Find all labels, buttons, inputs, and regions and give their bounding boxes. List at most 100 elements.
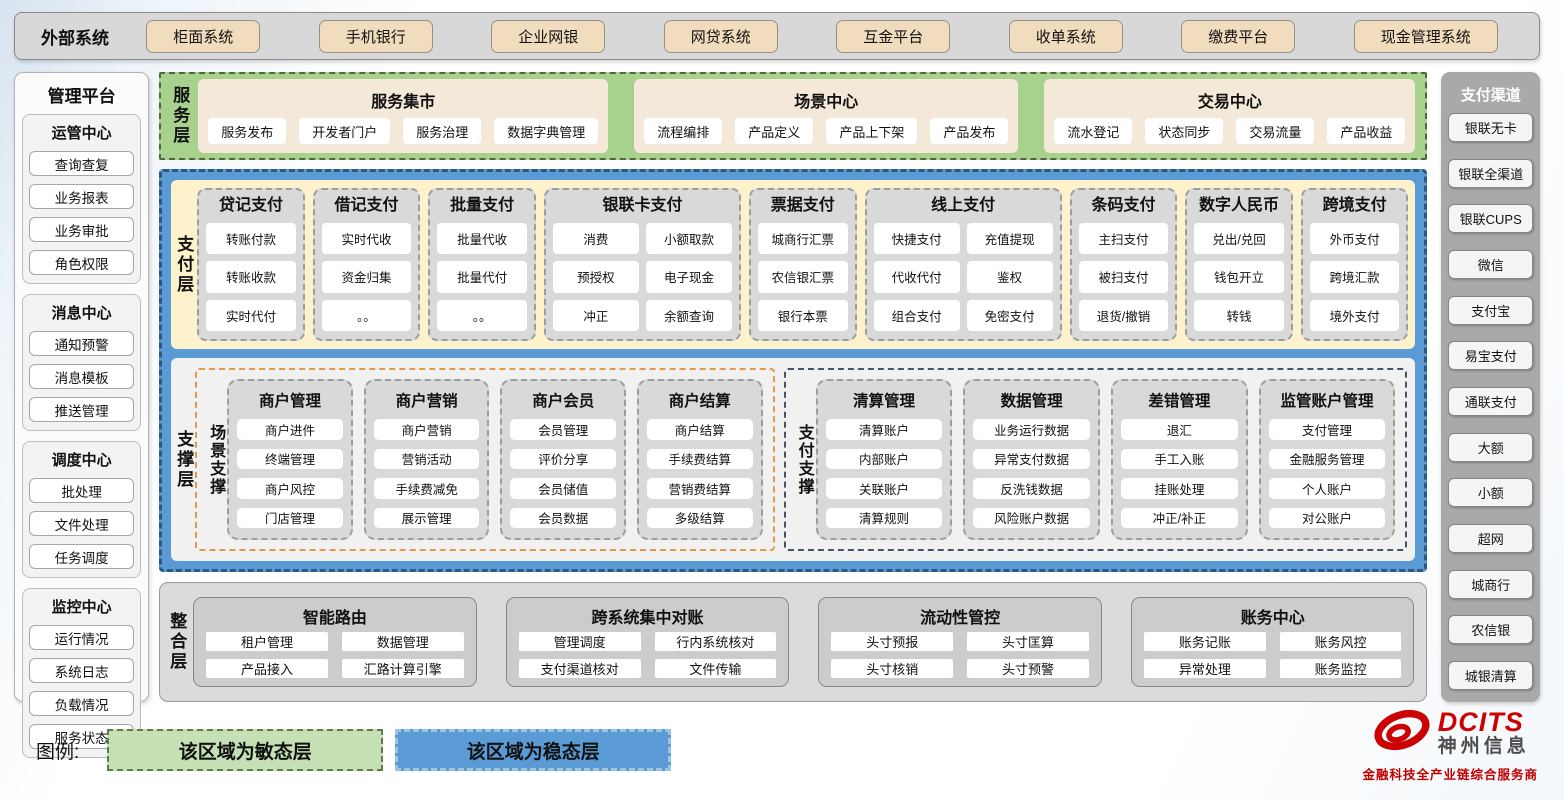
mgmt-item-chip: 运行情况 <box>29 625 135 650</box>
payment-channels-title: 支付渠道 <box>1460 87 1521 104</box>
external-systems-bar: 外部系统 柜面系统手机银行企业网银网贷系统互金平台收单系统缴费平台现金管理系统 <box>14 12 1540 60</box>
mgmt-item-chip: 文件处理 <box>29 511 135 536</box>
payment-channel-chip: 农信银 <box>1448 615 1533 645</box>
payment-channel-chip: 城银清算 <box>1448 660 1533 690</box>
support-group-label: 支付支撑 <box>795 423 813 496</box>
support-col-title: 监管账户管理 <box>1280 393 1374 410</box>
svc-item-chip: 服务治理 <box>403 118 482 144</box>
mgmt-item-chip: 任务调度 <box>29 544 135 569</box>
support-col-regulatory-account: 监管账户管理 支付管理金融服务管理个人账户对公账户 <box>1258 379 1396 540</box>
svc-item-chip: 产品定义 <box>735 118 814 144</box>
dcits-chinese-name: 神州信息 <box>1437 735 1530 757</box>
service-layer: 服务层 服务集市 服务发布开发者门户服务治理数据字典管理 场景中心 流程编排产品… <box>159 72 1428 160</box>
pay-item-chip: 实时代付 <box>206 299 296 331</box>
int-item-chip: 数据管理 <box>341 632 464 651</box>
svc-panel-scene-center: 场景中心 流程编排产品定义产品上下架产品发布 <box>634 79 1019 153</box>
svc-item-chip: 状态同步 <box>1145 118 1224 144</box>
support-col-merchant-member: 商户会员 会员管理评价分享会员储值会员数据 <box>500 379 626 540</box>
support-item-chip: 金融服务管理 <box>1268 448 1386 469</box>
mgmt-item-chip: 系统日志 <box>29 658 135 683</box>
service-layer-label: 服务层 <box>170 86 190 146</box>
pay-item-chip: 外币支付 <box>1309 223 1400 255</box>
pay-item-chip: 主扫支付 <box>1078 223 1169 255</box>
support-col-title: 商户结算 <box>668 393 731 410</box>
pay-item-chip: 。。 <box>321 299 412 331</box>
pay-item-chip: 充值提现 <box>966 223 1053 255</box>
support-item-chip: 商户结算 <box>647 419 753 440</box>
svc-panel-service-market: 服务集市 服务发布开发者门户服务治理数据字典管理 <box>198 79 609 153</box>
mgmt-group-title: 运管中心 <box>51 125 112 142</box>
pay-item-chip: 转账收款 <box>206 261 296 293</box>
pay-col-bill: 票据支付 城商行汇票农信银汇票银行本票 <box>749 188 857 341</box>
support-item-chip: 业务运行数据 <box>973 419 1090 440</box>
int-item-chip: 产品接入 <box>206 659 328 678</box>
support-item-chip: 反洗钱数据 <box>973 478 1090 499</box>
payment-channel-chip: 银联全渠道 <box>1448 158 1533 188</box>
pay-item-chip: 钱包开立 <box>1194 261 1284 293</box>
pay-col-title: 数字人民币 <box>1199 197 1280 214</box>
support-item-chip: 异常支付数据 <box>973 448 1090 469</box>
support-item-chip: 风险账户数据 <box>973 507 1090 528</box>
support-item-chip: 手续费减免 <box>373 478 480 499</box>
int-panel-smart-routing: 智能路由 租户管理数据管理产品接入汇路计算引擎 <box>193 597 477 687</box>
int-panel-title: 跨系统集中对账 <box>591 610 704 627</box>
integration-layer-label: 整合层 <box>167 612 187 672</box>
payment-channel-chip: 城商行 <box>1448 569 1533 599</box>
payment-layer: 支付层 贷记支付 转账付款转账收款实时代付 借记支付 实时代收资金归集。。 批量… <box>171 180 1416 349</box>
pay-item-chip: 冲正 <box>552 299 639 331</box>
int-panel-title: 流动性管控 <box>920 610 1001 627</box>
pay-item-chip: 退货/撤销 <box>1078 299 1169 331</box>
pay-item-chip: 快捷支付 <box>873 223 960 255</box>
svc-item-chip: 交易流量 <box>1236 118 1315 144</box>
support-item-chip: 终端管理 <box>237 448 343 469</box>
payment-channel-chip: 大额 <box>1448 432 1533 462</box>
svc-panel-title: 服务集市 <box>371 94 436 111</box>
support-col-error-mgmt: 差错管理 退汇手工入账挂账处理冲正/补正 <box>1111 379 1248 540</box>
int-item-chip: 汇路计算引擎 <box>341 659 464 678</box>
service-layer-panels: 服务集市 服务发布开发者门户服务治理数据字典管理 场景中心 流程编排产品定义产品… <box>198 79 1416 153</box>
int-item-chip: 异常处理 <box>1144 659 1266 678</box>
support-item-chip: 对公账户 <box>1268 507 1386 528</box>
support-item-chip: 会员储值 <box>510 478 616 499</box>
payment-layer-label: 支付层 <box>174 234 194 295</box>
int-panel-reconciliation: 跨系统集中对账 管理调度行内系统核对支付渠道核对文件传输 <box>505 597 790 687</box>
mgmt-group-title: 消息中心 <box>51 305 112 322</box>
support-item-chip: 清算规则 <box>825 507 943 528</box>
support-item-chip: 营销活动 <box>373 448 480 469</box>
int-item-chip: 账务记账 <box>1144 632 1266 651</box>
support-item-chip: 展示管理 <box>373 507 480 528</box>
pay-col-title: 贷记支付 <box>218 197 283 214</box>
dcits-tagline: 金融科技全产业链综合服务商 <box>1362 768 1538 782</box>
support-col-clearing-mgmt: 清算管理 清算账户内部账户关联账户清算规则 <box>815 379 953 540</box>
svc-item-chip: 产品收益 <box>1327 118 1406 144</box>
int-item-chip: 管理调度 <box>518 632 641 651</box>
payment-channel-chip: 易宝支付 <box>1448 341 1533 371</box>
svc-item-chip: 产品发布 <box>930 118 1009 144</box>
main-area: 管理平台 运管中心 查询查复业务报表业务审批角色权限 消息中心 通知预警消息模板… <box>14 72 1540 758</box>
support-col-title: 数据管理 <box>1000 393 1063 410</box>
pay-col-title: 批量支付 <box>450 197 515 214</box>
support-item-chip: 退汇 <box>1121 419 1238 440</box>
mgmt-item-chip: 消息模板 <box>29 364 135 389</box>
external-system-chip: 现金管理系统 <box>1353 19 1498 53</box>
pay-item-chip: 代收代付 <box>873 261 960 293</box>
pay-item-chip: 电子现金 <box>645 261 733 293</box>
payment-channel-chip: 小额 <box>1448 478 1533 508</box>
pay-item-chip: 跨境汇款 <box>1309 261 1400 293</box>
support-item-chip: 商户营销 <box>373 419 480 440</box>
int-item-chip: 头寸核销 <box>831 659 954 678</box>
int-panel-liquidity: 流动性管控 头寸预报头寸匡算头寸核销头寸预警 <box>818 597 1102 687</box>
support-item-chip: 内部账户 <box>825 448 943 469</box>
external-system-chip: 缴费平台 <box>1181 19 1296 53</box>
mgmt-group-monitor-center: 监控中心 运行情况系统日志负载情况服务状态 <box>22 588 142 758</box>
support-group-payment: 支付支撑 清算管理 清算账户内部账户关联账户清算规则 数据管理 业务运行数据异常… <box>783 368 1408 551</box>
pay-item-chip: 批量代收 <box>437 223 527 255</box>
integration-panels: 智能路由 租户管理数据管理产品接入汇路计算引擎 跨系统集中对账 管理调度行内系统… <box>193 597 1415 687</box>
external-system-chip: 收单系统 <box>1008 19 1123 53</box>
dcits-brand-text: DCITS <box>1437 707 1524 738</box>
int-item-chip: 头寸匡算 <box>967 632 1089 651</box>
svc-item-chip: 流程编排 <box>644 118 723 144</box>
pay-item-chip: 实时代收 <box>321 223 412 255</box>
integration-layer: 整合层 智能路由 租户管理数据管理产品接入汇路计算引擎 跨系统集中对账 管理调度… <box>159 582 1428 702</box>
mgmt-group-message-center: 消息中心 通知预警消息模板推送管理 <box>22 294 142 431</box>
